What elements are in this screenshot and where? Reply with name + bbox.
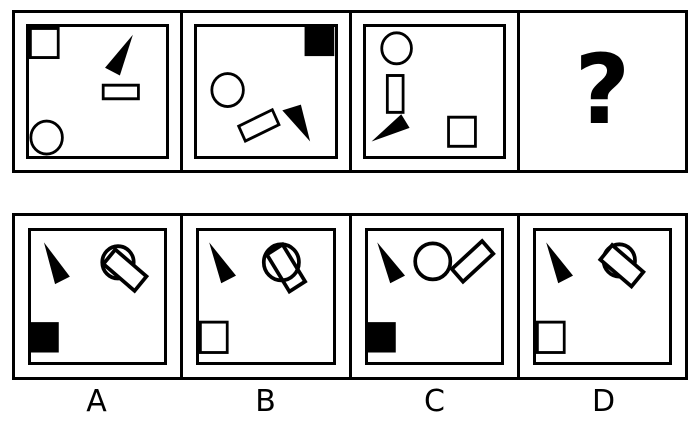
matrix-cell-3-canvas xyxy=(371,31,477,148)
triangle-shape xyxy=(43,242,70,285)
matrix-cell-1-frame xyxy=(26,24,170,159)
option-a-frame xyxy=(28,228,168,365)
square-outline-shape xyxy=(535,320,566,354)
option-d-canvas xyxy=(535,242,646,354)
matrix-cell-3[interactable] xyxy=(351,13,520,170)
rectangle-outline-shape xyxy=(385,74,404,114)
option-a[interactable] xyxy=(15,216,184,377)
circle-outline-shape xyxy=(29,119,64,156)
matrix-cell-2-canvas xyxy=(210,27,335,144)
triangle-shape xyxy=(371,114,410,142)
circle-outline-shape xyxy=(379,31,413,66)
triangle-shape xyxy=(376,242,405,284)
triangle-shape xyxy=(545,242,573,284)
option-label-a: A xyxy=(86,384,107,419)
matrix-cell-1[interactable] xyxy=(15,13,184,170)
square-filled-shape xyxy=(304,27,335,57)
rectangle-outline-shape xyxy=(448,238,496,285)
option-labels: A B C D xyxy=(12,386,688,432)
square-outline-shape xyxy=(29,27,60,60)
triangle-shape xyxy=(105,34,133,76)
option-d[interactable] xyxy=(519,216,685,377)
option-b[interactable] xyxy=(183,216,352,377)
circle-outline-shape xyxy=(412,241,452,282)
matrix-cell-3-frame xyxy=(362,24,506,159)
matrix-cell-question[interactable]: ? xyxy=(519,13,685,170)
rectangle-outline-shape xyxy=(264,241,308,295)
option-a-canvas xyxy=(31,242,150,353)
option-label-b: B xyxy=(255,384,276,419)
rectangle-outline-shape xyxy=(597,242,646,290)
options-row xyxy=(12,213,688,380)
option-b-canvas xyxy=(199,241,308,354)
square-filled-shape xyxy=(31,322,59,353)
matrix-row: ? xyxy=(12,10,688,173)
rectangle-outline-shape xyxy=(237,107,282,144)
matrix-cell-2[interactable] xyxy=(183,13,352,170)
question-mark: ? xyxy=(574,33,631,146)
circle-outline-shape xyxy=(210,72,246,108)
matrix-cell-2-frame xyxy=(194,24,338,159)
square-filled-shape xyxy=(367,322,396,353)
rectangle-outline-shape xyxy=(101,83,140,101)
triangle-shape xyxy=(282,104,311,142)
rectangle-outline-shape xyxy=(100,246,150,294)
option-c[interactable] xyxy=(351,216,520,377)
square-outline-shape xyxy=(199,320,229,354)
option-label-d: D xyxy=(591,384,616,419)
matrix-cell-1-canvas xyxy=(29,27,140,156)
option-b-frame xyxy=(196,228,336,365)
option-d-frame xyxy=(532,228,672,365)
option-label-c: C xyxy=(424,384,445,419)
option-c-canvas xyxy=(367,238,496,353)
option-c-frame xyxy=(364,228,504,365)
square-outline-shape xyxy=(446,115,477,148)
triangle-shape xyxy=(209,242,237,284)
